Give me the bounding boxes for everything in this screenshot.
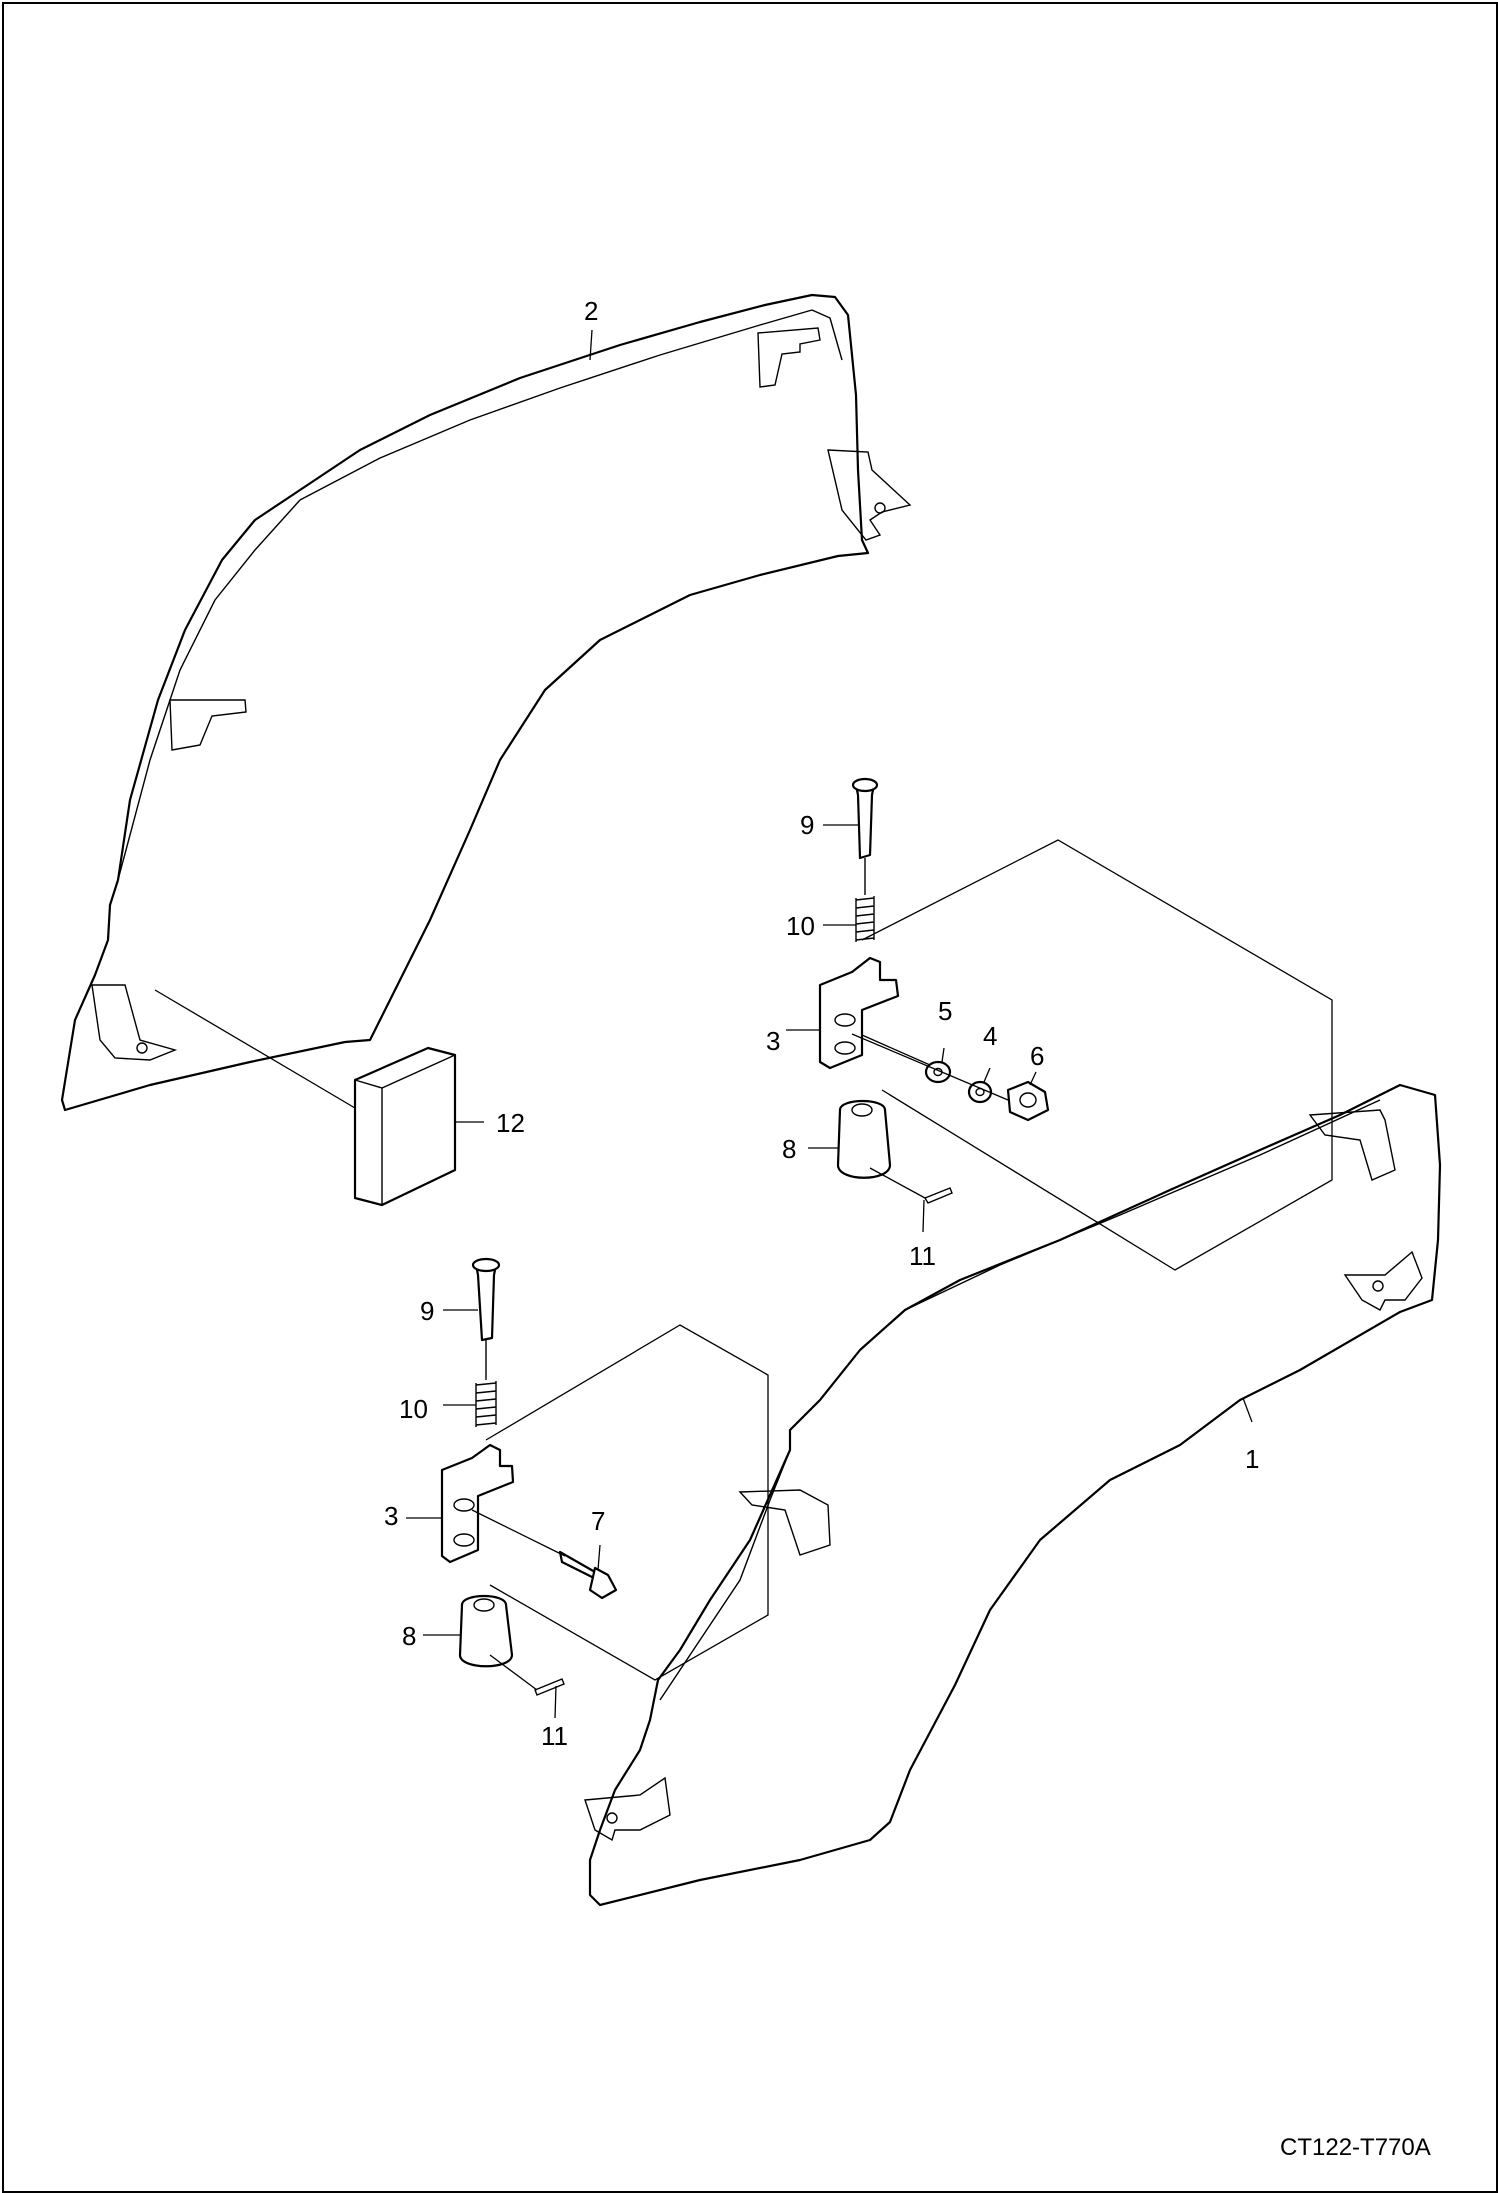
callout-labels: 1 2 3 3 4 5 6 7 8 8 9 9 10 10 11 11 12 C… [384,296,1431,2161]
callout-9-lower: 9 [420,1296,434,1326]
figure-id: CT122-T770A [1280,2134,1431,2161]
callout-11-lower: 11 [541,1721,568,1751]
callout-7: 7 [591,1506,605,1536]
fender-panel-right [584,1083,1442,1907]
callout-3-lower: 3 [384,1501,398,1531]
callout-8-upper: 8 [782,1134,796,1164]
callout-9-upper: 9 [800,810,814,840]
callout-10-lower: 10 [399,1394,428,1424]
callout-10-upper: 10 [786,911,815,941]
callout-1: 1 [1245,1444,1259,1474]
callout-8-lower: 8 [402,1621,416,1651]
assembly-lines [154,839,1333,1691]
foam-block [353,1046,457,1207]
callout-6: 6 [1030,1041,1044,1071]
callout-2: 2 [584,296,598,326]
callout-12: 12 [496,1108,525,1138]
callout-3-upper: 3 [766,1026,780,1056]
fender-panel-left [60,293,912,1112]
callout-leaders [406,329,1253,1719]
callout-5: 5 [938,996,952,1026]
hinge-assembly-upper [818,777,1050,1204]
hinge-assembly-lower [440,1257,618,1696]
callout-11-upper: 11 [909,1241,936,1271]
callout-4: 4 [983,1021,997,1051]
